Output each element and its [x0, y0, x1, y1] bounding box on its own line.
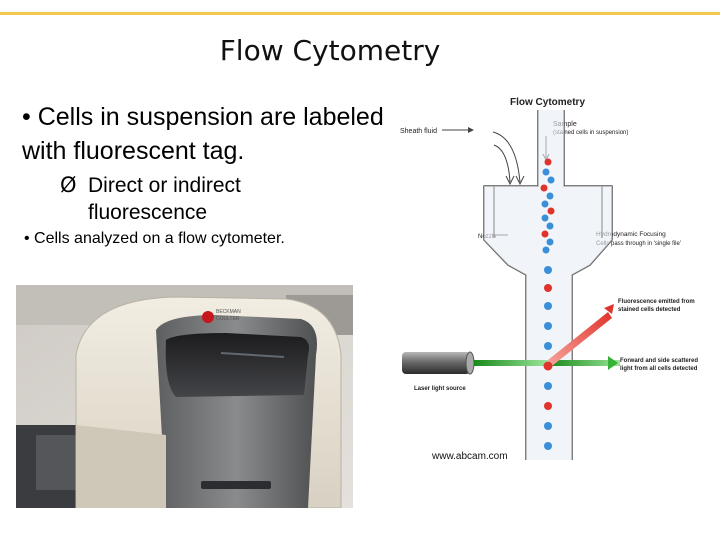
beckman-logo-icon: [202, 311, 214, 323]
flow-cytometer-photo: BECKMAN COULTER: [16, 285, 353, 508]
flow-cytometer-illustration: BECKMAN COULTER: [16, 285, 353, 508]
fluorescence-label-2: stained cells detected: [618, 307, 681, 313]
sample-label: Sample: [553, 121, 577, 128]
laser-label: Laser light source: [414, 386, 466, 392]
source-credit: www.abcam.com: [432, 451, 508, 462]
diagram-title: Flow Cytometry: [510, 97, 585, 108]
scatter-label-2: light from all cells detected: [620, 366, 698, 372]
bullet-cells-analyzed: • Cells analyzed on a flow cytometer.: [24, 230, 285, 247]
bullet-cells-labeled: • Cells in suspension are labeled with f…: [22, 103, 384, 165]
flow-cytometry-diagram: Flow Cytometry Sheath fluid Sample (stai…: [398, 90, 716, 470]
flow-cell-schematic: Flow Cytometry Sheath fluid Sample (stai…: [400, 97, 698, 460]
fluorescence-label-1: Fluorescence emitted from: [618, 299, 695, 305]
sub-bullet-text: Direct or indirect fluorescence: [88, 174, 241, 224]
cell-stream: [540, 158, 555, 450]
arrow-bullet-icon: Ø: [60, 173, 77, 197]
sheath-fluid-label: Sheath fluid: [400, 128, 437, 135]
top-bar: [0, 0, 720, 14]
sub-bullet-fluorescence: Ø Direct or indirect fluorescence: [60, 172, 350, 226]
badge-text-1: BECKMAN: [216, 309, 241, 315]
scatter-label-1: Forward and side scattered: [620, 358, 698, 364]
slide-title: Flow Cytometry: [219, 34, 441, 67]
laser-icon: [402, 352, 470, 374]
badge-text-2: COULTER: [216, 316, 240, 322]
top-accent-line: [0, 12, 720, 15]
sample-sub-label: (stained cells in suspension): [553, 130, 628, 136]
hydrodynamic-sub: Cells pass through in 'single file': [596, 241, 681, 247]
hydrodynamic-title: Hydrodynamic Focusing: [596, 231, 666, 238]
